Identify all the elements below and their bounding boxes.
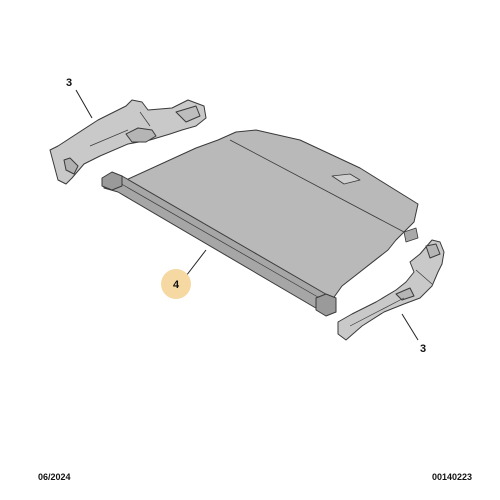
left-trim-panel: [49, 99, 207, 185]
callout-label-right-trim: 3: [420, 343, 426, 355]
leader-line-parcel-shelf: [185, 249, 207, 277]
callout-label-left-trim: 3: [66, 77, 72, 89]
leader-line-left-trim: [75, 89, 93, 119]
leader-line-right-trim: [401, 313, 419, 341]
leader-lines: [75, 89, 419, 341]
footer-date: 06/2024: [38, 472, 71, 482]
footer-reference-number: 00140223: [431, 472, 472, 482]
callout-label-parcel-shelf: 4: [173, 279, 180, 291]
parcel-shelf: [101, 129, 419, 317]
right-trim-panel: [337, 239, 445, 341]
callout-highlight-circle: [161, 269, 191, 299]
